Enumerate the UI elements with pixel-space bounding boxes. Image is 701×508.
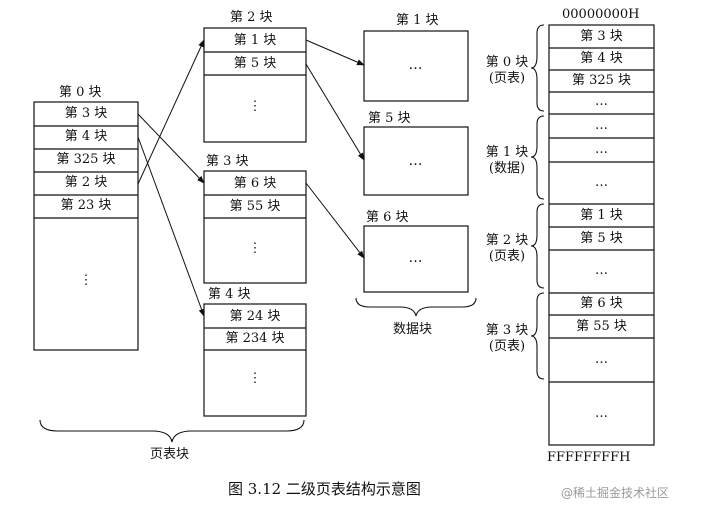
memory-cell: 第 55 块	[576, 319, 627, 334]
memory-group-0-line2: (页表)	[488, 71, 526, 86]
pt4-ellipsis: ⋮	[248, 371, 262, 386]
figure-caption: 图 3.12 二级页表结构示意图	[228, 480, 421, 498]
page-table-3-title: 第 3 块	[206, 154, 249, 169]
data-block-6-title: 第 6 块	[366, 210, 409, 225]
memory-cell: …	[595, 94, 608, 109]
data-block-1-box	[363, 30, 469, 102]
data-block-6-content: …	[408, 250, 424, 266]
pt3-entry: 第 6 块	[233, 176, 277, 191]
pt0-ellipsis: ⋮	[79, 273, 93, 288]
memory-group-1-line2: (数据)	[488, 161, 526, 176]
pt0-entry: 第 3 块	[64, 106, 108, 121]
memory-cell: 第 5 块	[580, 231, 623, 246]
memory-group-3-line2: (页表)	[488, 339, 526, 354]
pt4-entry: 第 234 块	[225, 331, 285, 346]
data-block-1-content: …	[408, 57, 424, 73]
data-block-brace	[355, 297, 477, 317]
page-table-brace	[39, 419, 305, 443]
arrow-2-to-block-2	[137, 39, 205, 185]
pt0-entry: 第 2 块	[64, 175, 108, 190]
memory-cell: …	[595, 352, 608, 367]
pt2-entry: 第 5 块	[233, 56, 277, 71]
memory-top-address: 00000000H	[562, 7, 640, 22]
pt4-entry: 第 24 块	[229, 309, 281, 324]
page-table-0-title: 第 0 块	[59, 85, 102, 100]
memory-group-0-line1: 第 0 块	[485, 55, 529, 70]
memory-cell: …	[595, 175, 608, 190]
arrow-5-to-data-5	[305, 63, 365, 161]
page-table-2-box	[203, 27, 307, 143]
memory-group-2-label: 第 2 块 (页表)	[484, 233, 530, 265]
arrow-4-to-block-4	[137, 136, 205, 317]
arrow-6-to-data-6	[305, 182, 365, 259]
data-block-6-box	[363, 225, 469, 293]
pt0-entry: 第 23 块	[60, 198, 112, 213]
memory-group-0-label: 第 0 块 (页表)	[484, 55, 530, 87]
page-table-group-label: 页表块	[150, 447, 190, 462]
memory-group-1-line1: 第 1 块	[485, 145, 529, 160]
page-table-4-title: 第 4 块	[208, 287, 251, 302]
data-block-5-content: …	[408, 153, 424, 169]
page-table-0-box	[33, 101, 139, 351]
memory-brace-3	[530, 292, 545, 380]
memory-group-2-line1: 第 2 块	[485, 233, 529, 248]
page-table-4-box	[203, 303, 307, 417]
data-block-5-title: 第 5 块	[368, 111, 411, 126]
memory-cell: 第 325 块	[571, 73, 632, 88]
memory-brace-2	[530, 203, 545, 289]
memory-cell: 第 6 块	[580, 296, 623, 311]
pt3-entry: 第 55 块	[229, 199, 281, 214]
data-block-1-title: 第 1 块	[396, 13, 439, 28]
pt3-ellipsis: ⋮	[248, 241, 262, 256]
data-block-group-label: 数据块	[393, 322, 433, 337]
arrow-1-to-data-1	[305, 39, 365, 66]
memory-brace-1	[530, 115, 545, 200]
pt2-entry: 第 1 块	[233, 33, 277, 48]
memory-cell: 第 1 块	[580, 208, 623, 223]
memory-group-2-line2: (页表)	[488, 249, 526, 264]
memory-cell: …	[595, 118, 608, 133]
page-table-3-box	[203, 170, 307, 284]
pt2-ellipsis: ⋮	[248, 99, 262, 114]
arrow-3-to-block-3	[137, 113, 205, 184]
pt0-entry: 第 325 块	[56, 152, 116, 167]
watermark: @稀土掘金技术社区	[561, 486, 670, 500]
memory-column	[548, 24, 655, 446]
memory-group-1-label: 第 1 块 (数据)	[484, 145, 530, 177]
data-block-5-box	[363, 126, 469, 196]
memory-cell: 第 3 块	[580, 29, 623, 44]
memory-cell: …	[595, 142, 608, 157]
memory-cell: …	[595, 263, 608, 278]
pt0-entry: 第 4 块	[64, 129, 108, 144]
memory-cell: 第 4 块	[580, 51, 623, 66]
memory-bottom-address: FFFFFFFFH	[547, 450, 631, 465]
page-table-2-title: 第 2 块	[230, 10, 273, 25]
memory-group-3-line1: 第 3 块	[485, 323, 529, 338]
memory-tail-ellipsis: …	[595, 406, 608, 421]
memory-group-3-label: 第 3 块 (页表)	[484, 323, 530, 355]
memory-brace-0	[530, 24, 545, 112]
